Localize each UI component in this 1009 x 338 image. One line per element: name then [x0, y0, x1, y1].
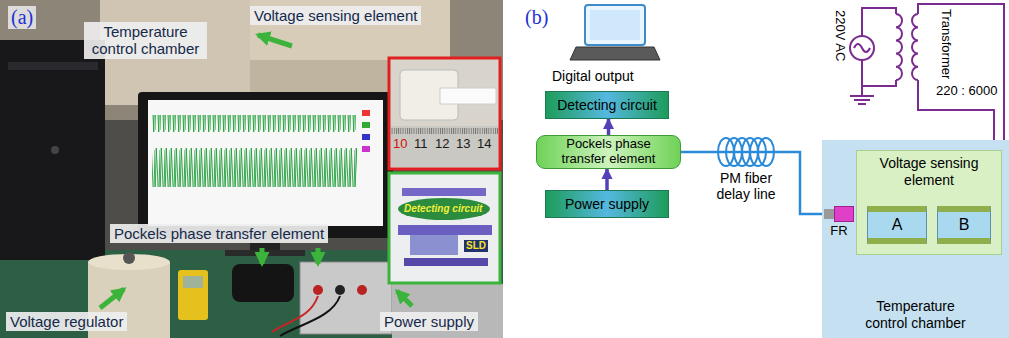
- monitor: [362, 110, 370, 116]
- laptop-icon: [570, 5, 660, 60]
- pointer-arrow: [100, 35, 412, 308]
- detector-inset: [410, 235, 458, 255]
- photo-label: Pockels phase transfer element: [110, 224, 328, 243]
- transformer-circuit: [862, 8, 896, 36]
- fiber-label: PM fiber delay line: [706, 170, 786, 202]
- monitor: [362, 134, 370, 140]
- fiber-connector: [824, 209, 834, 219]
- computer-tower: [51, 146, 59, 154]
- lab-equipment: [335, 285, 345, 295]
- transformer-circuit: [912, 14, 918, 80]
- ratio-label: 220 : 6000: [936, 84, 997, 99]
- transformer-label: Transformer: [938, 9, 953, 79]
- computer-tower: [8, 62, 98, 70]
- photo-label: Power supply: [380, 312, 478, 331]
- scale-number: 13: [456, 137, 470, 152]
- chamber-region: Temperature control chamberFRVoltage sen…: [822, 140, 1009, 338]
- source-label: 220V AC: [832, 10, 847, 61]
- transformer-circuit: [854, 44, 870, 52]
- crystal-inset: [389, 58, 500, 169]
- fiber-line: [681, 152, 824, 214]
- photo-label: Temperature control chamber: [84, 22, 207, 59]
- transformer-circuit: [850, 86, 874, 104]
- lab-equipment: [272, 296, 318, 332]
- rotator-block: [834, 206, 854, 222]
- photo-background: [0, 0, 503, 338]
- pointer-arrow: [260, 248, 265, 264]
- lab-equipment: [178, 270, 208, 320]
- monitor: [362, 146, 370, 152]
- process-box: Detecting circuit: [545, 91, 669, 119]
- monitor: [225, 250, 305, 256]
- node-text: B: [959, 216, 970, 234]
- scale-number: 11: [414, 137, 428, 152]
- detector-inset: [389, 173, 500, 283]
- node-text: Temperature control chamber: [857, 298, 975, 332]
- pointer-arrow: [258, 35, 292, 46]
- crystal-inset: [440, 88, 496, 104]
- process-box: Power supply: [545, 190, 669, 218]
- laptop-icon: [585, 5, 645, 45]
- detector-inset: [398, 198, 490, 220]
- scale-number: 14: [477, 137, 491, 152]
- lab-equipment: [357, 285, 367, 295]
- pointer-arrow: [397, 291, 412, 306]
- node-text: Pockels phase transfer element: [550, 137, 668, 167]
- scale-number: 12: [435, 137, 449, 152]
- sensing-region: Voltage sensing elementA B: [856, 150, 1002, 255]
- crystal-inset: [391, 126, 498, 134]
- lab-equipment: [300, 262, 392, 334]
- monitor: [362, 122, 370, 128]
- photo-label: Voltage sensing element: [250, 6, 421, 25]
- transformer-circuit: [862, 60, 896, 86]
- monitor: [138, 92, 393, 238]
- lab-equipment: [123, 252, 135, 264]
- pointer-arrow: [100, 289, 124, 308]
- lab-equipment: [313, 285, 323, 295]
- monitor: [148, 100, 383, 226]
- scale-number: 10: [393, 137, 407, 152]
- computer-tower: [0, 40, 105, 260]
- panel-label: (a): [8, 6, 36, 29]
- detector-inset: [389, 173, 500, 283]
- laptop-icon: [590, 10, 640, 40]
- crystal-box: B: [937, 206, 991, 244]
- lab-equipment: [280, 296, 340, 336]
- process-box: Pockels phase transfer element: [536, 135, 681, 169]
- panel-label: (b): [522, 6, 551, 29]
- signal-arrow: [607, 119, 611, 135]
- detector-inset: [398, 225, 492, 235]
- node-text: FR: [824, 224, 854, 239]
- detector-inset: [402, 188, 486, 196]
- crystal-inset: [389, 58, 500, 169]
- photo-background: [0, 250, 503, 338]
- detector-inset: [404, 258, 488, 266]
- crystal-inset: [391, 126, 498, 167]
- lab-equipment: [183, 276, 203, 288]
- inset-label: SLD: [464, 240, 488, 252]
- inset-label: Detecting circuit: [404, 203, 482, 215]
- photo-illustration: [0, 0, 503, 338]
- node-text: Power supply: [565, 196, 649, 212]
- faraday-rotator: FR: [824, 206, 854, 240]
- transformer-circuit: [896, 14, 902, 80]
- photo-label: Voltage regulator: [6, 312, 127, 331]
- node-text: Detecting circuit: [557, 97, 657, 113]
- photo-background: [0, 0, 503, 338]
- signal-arrow: [605, 169, 609, 190]
- node-text: Voltage sensing element: [863, 155, 995, 189]
- pointer-arrow: [316, 248, 321, 264]
- output-label: Digital output: [552, 68, 634, 84]
- photo-background: [250, 0, 450, 60]
- laptop-icon: [570, 47, 660, 60]
- crystal-box: A: [867, 206, 927, 244]
- lab-equipment: [88, 252, 503, 338]
- computer-tower: [0, 40, 105, 260]
- lab-equipment: [232, 264, 294, 302]
- node-text: A: [892, 216, 903, 234]
- transformer-circuit: [850, 36, 874, 60]
- monitor: [152, 115, 357, 187]
